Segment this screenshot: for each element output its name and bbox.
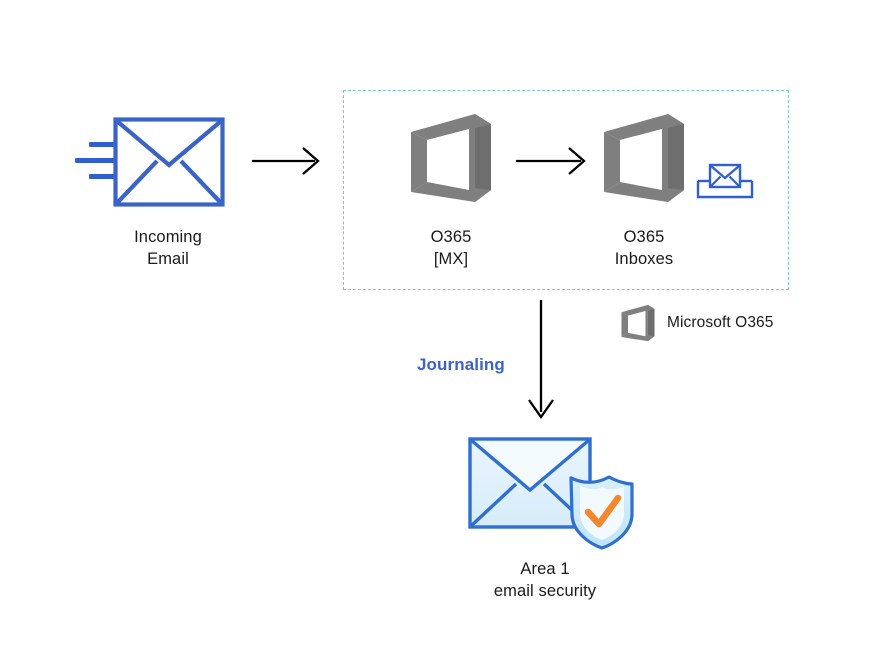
- o365-inboxes-label: O365 Inboxes: [614, 228, 674, 268]
- inbox-tray-icon: [695, 158, 755, 202]
- envelope-icon: [113, 117, 225, 207]
- legend-office365-icon: [619, 303, 657, 343]
- arrow-incoming-to-mx: [252, 146, 322, 176]
- shielded-envelope-icon: [466, 432, 636, 550]
- incoming-email-label: Incoming Email: [134, 228, 202, 268]
- motion-lines-icon: [75, 138, 125, 188]
- journaling-label: Journaling: [417, 355, 505, 374]
- o365-mx-label: O365 [MX]: [430, 228, 472, 268]
- microsoft-o365-zone: [343, 90, 789, 290]
- arrow-inboxes-to-area1: [525, 300, 557, 420]
- arrow-mx-to-inboxes: [516, 146, 588, 176]
- office365-icon-mx: [405, 110, 497, 206]
- area1-label: Area 1 email security: [493, 560, 597, 600]
- office365-icon-inboxes: [598, 110, 690, 206]
- legend-label: Microsoft O365: [667, 314, 774, 331]
